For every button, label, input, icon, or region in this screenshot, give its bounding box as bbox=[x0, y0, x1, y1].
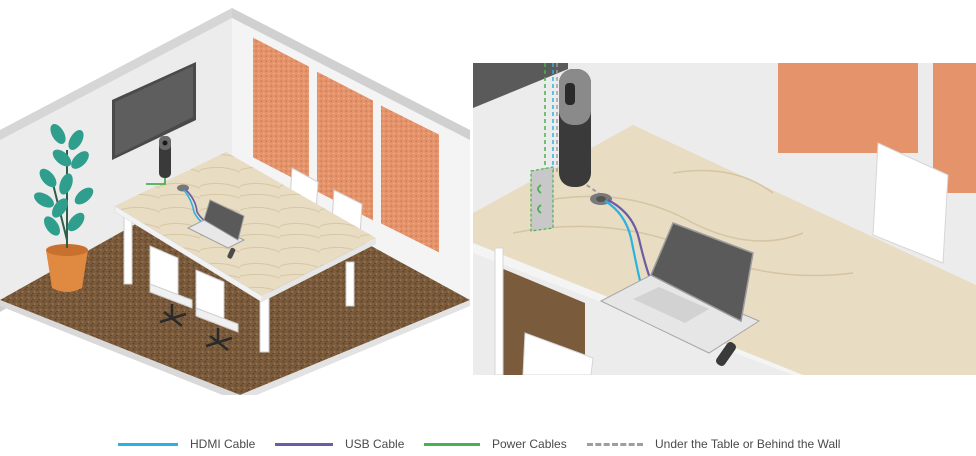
legend-label-hidden: Under the Table or Behind the Wall bbox=[655, 437, 841, 451]
power-line-swatch bbox=[424, 442, 480, 446]
legend-item-hdmi: HDMI Cable bbox=[118, 432, 255, 456]
cable-legend: HDMI Cable USB Cable Power Cables Under … bbox=[0, 432, 976, 456]
chair-back-detail bbox=[872, 142, 949, 264]
legend-label-power: Power Cables bbox=[492, 437, 567, 451]
cork-board-panels bbox=[251, 34, 441, 256]
legend-item-hidden: Under the Table or Behind the Wall bbox=[587, 432, 840, 456]
usb-cable-detail bbox=[607, 199, 653, 282]
remote-control-detail bbox=[716, 342, 736, 366]
laptop-detail bbox=[599, 222, 761, 354]
potted-plant bbox=[34, 124, 94, 292]
power-cable-room bbox=[146, 178, 166, 185]
hdmi-line-swatch bbox=[118, 442, 178, 446]
meeting-room-illustration bbox=[0, 0, 470, 395]
conference-camera bbox=[159, 136, 171, 178]
legend-item-power: Power Cables bbox=[424, 432, 567, 456]
cork-board-detail bbox=[778, 63, 976, 193]
conference-camera-detail bbox=[559, 69, 591, 187]
legend-item-usb: USB Cable bbox=[275, 432, 404, 456]
tv-corner bbox=[473, 63, 568, 108]
wall-power-outlet bbox=[530, 166, 554, 232]
table-cable-hub bbox=[177, 184, 189, 192]
remote-control bbox=[227, 247, 236, 259]
legend-label-usb: USB Cable bbox=[345, 437, 405, 451]
legend-label-hdmi: HDMI Cable bbox=[190, 437, 256, 451]
hidden-cable-route bbox=[544, 63, 602, 196]
laptop-room bbox=[186, 199, 246, 249]
front-chairs bbox=[149, 245, 239, 351]
hidden-line-swatch bbox=[587, 442, 643, 446]
usb-line-swatch bbox=[275, 442, 333, 446]
cabling-detail-illustration bbox=[473, 63, 976, 375]
hdmi-cable-detail bbox=[604, 200, 643, 286]
